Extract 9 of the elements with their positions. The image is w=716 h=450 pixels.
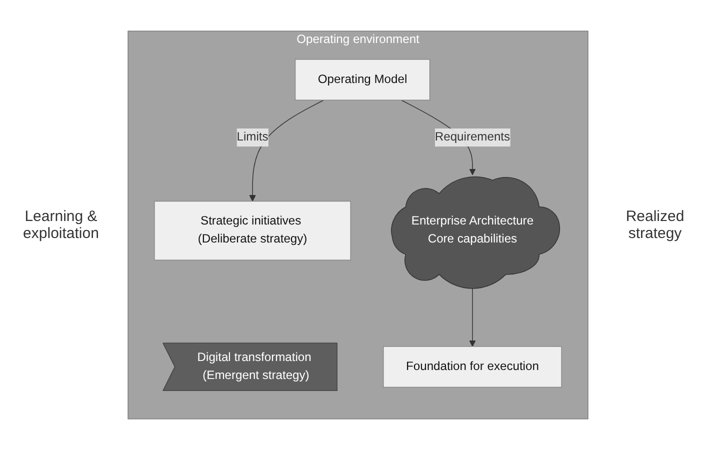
side-label: Learning & exploitation <box>22 208 100 242</box>
arrow <box>249 100 324 202</box>
arrow <box>469 286 476 347</box>
node-box: Strategic initiatives (Deliberate strategy) <box>154 200 351 260</box>
node-box: Operating Model <box>294 59 430 100</box>
edge-label: Limits <box>236 130 268 144</box>
side-label: Realized strategy <box>624 208 686 242</box>
node-box: Foundation for execution <box>383 346 562 388</box>
edge-label: Requirements <box>434 130 510 144</box>
